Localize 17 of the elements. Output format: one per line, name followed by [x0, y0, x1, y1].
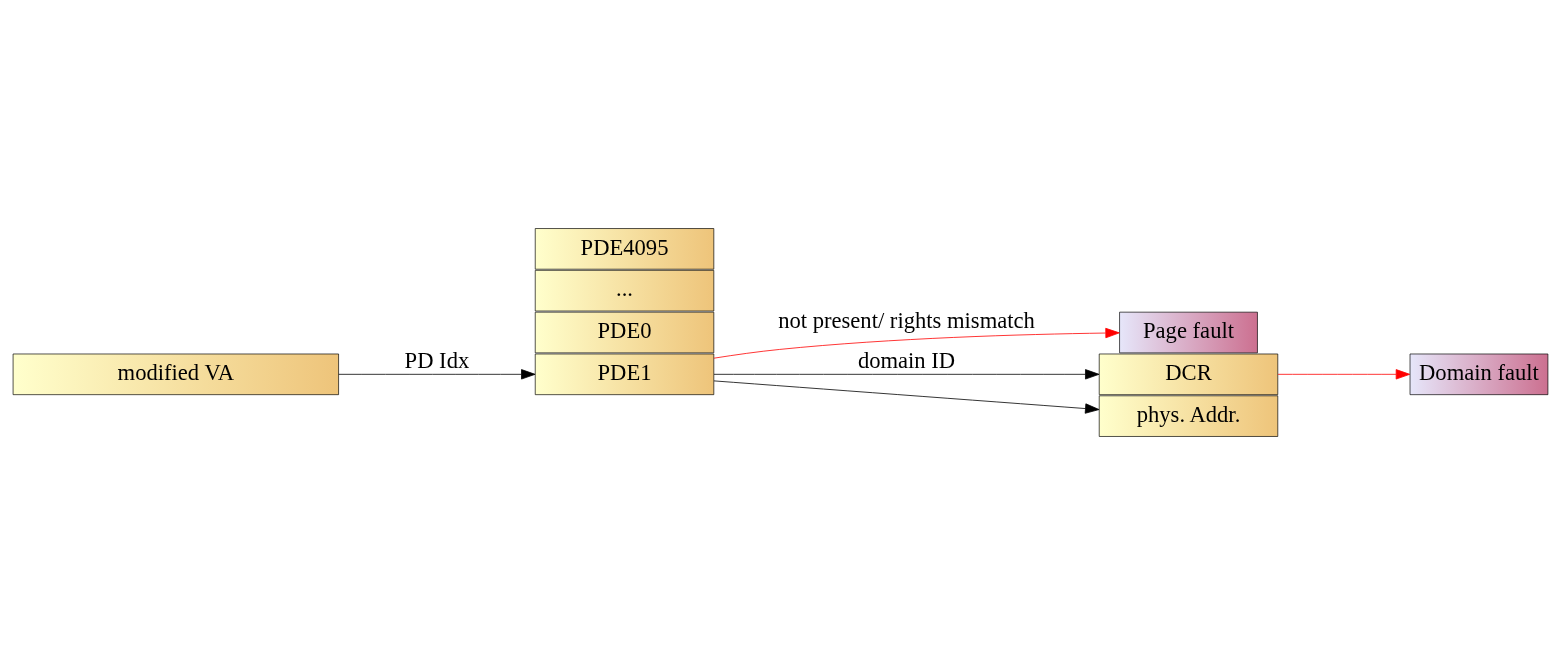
node-box: Page fault: [1119, 311, 1258, 353]
node-box: phys. Addr.: [1098, 394, 1279, 437]
arrow: [1277, 368, 1411, 379]
arrow: [713, 380, 1100, 414]
node-box: modified VA: [12, 353, 339, 395]
arrow: [713, 368, 1100, 379]
node-box: PDE0: [534, 311, 715, 353]
arrow: [338, 368, 536, 379]
node-box: PDE4095: [534, 227, 715, 270]
edge-label: PD Idx: [404, 347, 470, 373]
node-box: Domain fault: [1409, 353, 1549, 395]
node-box: ...: [534, 269, 715, 311]
arrow: [713, 327, 1120, 359]
edge-label: not present/ rights mismatch: [778, 307, 1035, 333]
node-box: PDE1: [534, 353, 715, 395]
node-box: DCR: [1098, 353, 1279, 395]
edge-label: domain ID: [857, 347, 956, 373]
